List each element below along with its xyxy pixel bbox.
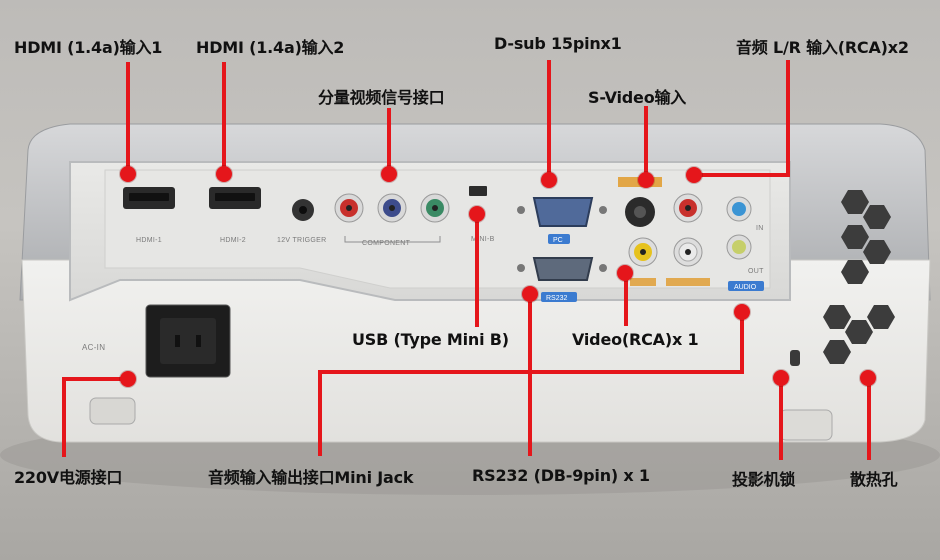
in-panel-text: IN (756, 225, 764, 232)
trigger-panel-text: 12V TRIGGER (277, 237, 326, 244)
label-dsub: D-sub 15pinx1 (494, 34, 622, 53)
out-panel-text: OUT (748, 268, 764, 275)
leader-dot-hdmi2 (216, 166, 232, 182)
leader-video-rca (624, 272, 628, 326)
leader-dot-vent (860, 370, 876, 386)
label-usb: USB (Type Mini B) (352, 330, 509, 349)
leader-dot-lock (773, 370, 789, 386)
label-hdmi2: HDMI (1.4a)输入2 (196, 38, 345, 57)
leader-audio-rca-v (786, 60, 790, 177)
rs232-panel-text: RS232 (546, 295, 568, 302)
leader-hdmi1 (126, 62, 130, 172)
leader-dot-audio-rca (686, 167, 702, 183)
leader-hdmi2 (222, 62, 226, 172)
label-svideo: S-Video输入 (588, 88, 687, 107)
ac-in-panel-text: AC-IN (82, 343, 105, 352)
label-video-rca: Video(RCA)x 1 (572, 330, 699, 349)
label-lock: 投影机锁 (732, 470, 796, 489)
label-hdmi1: HDMI (1.4a)输入1 (14, 38, 163, 57)
leader-dot-dsub (541, 172, 557, 188)
leader-audio-rca-h (694, 173, 790, 177)
leader-dot-rs232 (522, 286, 538, 302)
leader-rs232 (528, 292, 532, 456)
label-power: 220V电源接口 (14, 468, 123, 487)
leader-dot-svideo (638, 172, 654, 188)
leader-dot-power (120, 371, 136, 387)
leader-lock (779, 380, 783, 460)
leader-power-h (62, 377, 128, 381)
label-vent: 散热孔 (850, 470, 898, 489)
leader-vent (867, 382, 871, 460)
component-panel-text: COMPONENT (362, 240, 411, 247)
label-component: 分量视频信号接口 (318, 88, 445, 107)
leader-audio-jack-v1 (740, 310, 744, 372)
leader-dot-component (381, 166, 397, 182)
audio-panel-text: AUDIO (734, 284, 757, 291)
label-audio-rca: 音频 L/R 输入(RCA)x2 (736, 38, 909, 57)
leader-dot-hdmi1 (120, 166, 136, 182)
label-audio-jack: 音频输入输出接口Mini Jack (208, 468, 414, 487)
label-rs232: RS232 (DB-9pin) x 1 (472, 466, 650, 485)
leader-power-v (62, 377, 66, 457)
hdmi1-panel-text: HDMI-1 (136, 237, 162, 244)
mini-b-panel-text: MINI-B (471, 236, 495, 243)
leader-dsub (547, 60, 551, 178)
leader-dot-audio-jack (734, 304, 750, 320)
leader-component (387, 108, 391, 174)
leader-dot-video-rca (617, 265, 633, 281)
pc-panel-text: PC (553, 237, 563, 244)
leader-usb (475, 212, 479, 327)
hdmi2-panel-text: HDMI-2 (220, 237, 246, 244)
leader-svideo (644, 106, 648, 180)
leader-dot-usb (469, 206, 485, 222)
leader-audio-jack-v2 (318, 370, 322, 456)
